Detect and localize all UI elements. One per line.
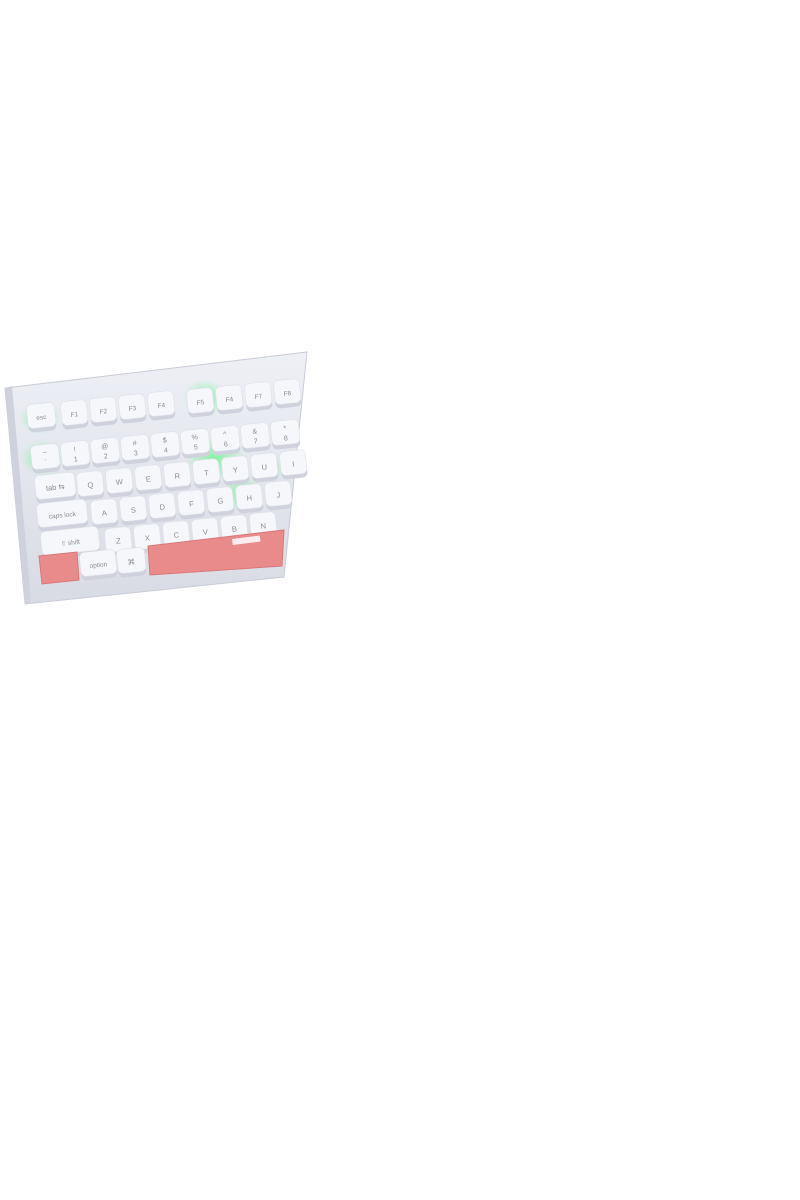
key-t-label: T — [204, 468, 210, 477]
key-1: !1 — [60, 440, 91, 471]
key-d-label: D — [159, 502, 166, 512]
left-control-key — [38, 551, 80, 585]
key-f7-label: F7 — [254, 393, 263, 401]
key-j-label: J — [276, 490, 281, 499]
keyboard-case-edge — [5, 386, 31, 604]
key-2-shift-label: @ — [101, 443, 109, 451]
key-7: &7 — [240, 422, 271, 453]
key-f8-label: F8 — [283, 390, 292, 398]
key-f: F — [177, 489, 206, 520]
key-r: R — [163, 461, 192, 492]
key-caps-lock-label: caps lock — [49, 511, 77, 521]
key-y: Y — [221, 455, 250, 486]
key-q-label: Q — [87, 480, 94, 490]
key-a: A — [90, 498, 119, 529]
key-1-shift-label: ! — [73, 446, 76, 453]
key-esc-label: esc — [36, 414, 48, 422]
key-esc: esc — [26, 402, 57, 433]
key-e: E — [134, 464, 163, 495]
key-i-label: I — [292, 459, 295, 468]
key-4-label: 4 — [164, 447, 169, 454]
key-f3-label: F3 — [128, 405, 137, 413]
key-h-label: H — [246, 493, 252, 503]
key-`: ~` — [30, 443, 61, 474]
key-x-label: X — [144, 533, 150, 542]
key-option-label: option — [89, 561, 108, 570]
key-`-shift-label: ~ — [42, 449, 47, 456]
key-y-label: Y — [232, 465, 238, 474]
key-s: S — [119, 495, 148, 526]
key-f4: F4 — [215, 384, 244, 415]
key-f3: F3 — [118, 393, 147, 424]
key-2-label: 2 — [104, 453, 109, 460]
key-8-shift-label: * — [283, 425, 287, 432]
key-u: U — [250, 452, 279, 483]
key-c-label: C — [173, 530, 180, 540]
key-a-label: A — [101, 508, 107, 517]
key-f4: F4 — [147, 390, 176, 421]
key-f2: F2 — [89, 396, 118, 427]
key-b-label: B — [231, 524, 237, 533]
key-tab-label: tab ⇆ — [45, 482, 65, 493]
key-5-label: 5 — [194, 444, 199, 451]
key-7-shift-label: & — [252, 428, 258, 435]
key-f1: F1 — [60, 399, 89, 430]
key-r-label: R — [174, 471, 181, 481]
key-3-shift-label: # — [133, 440, 138, 447]
key-s-label: S — [130, 505, 136, 514]
key-shift: ⇧ shift — [40, 526, 101, 560]
key-j: J — [264, 480, 293, 511]
key-g-label: G — [217, 496, 224, 506]
key-h: H — [235, 483, 264, 514]
key-f5: F5 — [186, 387, 215, 418]
key-8: *8 — [270, 419, 301, 450]
key-i: I — [279, 449, 308, 480]
key-q: Q — [76, 470, 105, 501]
key-option: option — [79, 549, 118, 581]
key-1-label: 1 — [74, 456, 79, 463]
key-t: T — [192, 458, 221, 489]
key-f5-label: F5 — [196, 399, 205, 407]
key-f8: F8 — [273, 378, 302, 409]
key-w-label: W — [115, 477, 124, 487]
key-8-label: 8 — [284, 435, 289, 442]
key-3-label: 3 — [134, 450, 139, 457]
key-4: $4 — [150, 431, 181, 462]
key-f7: F7 — [244, 381, 273, 412]
key-e-label: E — [145, 474, 151, 483]
key-x: X — [133, 523, 162, 554]
key-5-shift-label: % — [191, 434, 198, 442]
key-7-label: 7 — [254, 438, 259, 445]
key-f4-label: F4 — [157, 402, 166, 410]
key-z-label: Z — [116, 536, 122, 545]
key-3: #3 — [120, 434, 151, 465]
key-6-shift-label: ^ — [223, 431, 228, 438]
key-f1-label: F1 — [70, 411, 79, 419]
key-caps-lock: caps lock — [36, 498, 89, 532]
key-d: D — [148, 492, 177, 523]
key-v-label: V — [202, 527, 208, 536]
key-6-label: 6 — [224, 441, 229, 448]
key-command-label: ⌘ — [127, 557, 136, 567]
key-n-label: N — [260, 521, 266, 531]
key-f-label: F — [189, 499, 195, 508]
key-6: ^6 — [210, 425, 241, 456]
key-2: @2 — [90, 437, 121, 468]
key-command: ⌘ — [116, 547, 147, 578]
key-f4-label: F4 — [225, 396, 234, 404]
key-`-label: ` — [44, 459, 47, 466]
white-highlight-strip — [232, 535, 261, 545]
key-w: W — [105, 467, 134, 498]
key-f2-label: F2 — [99, 408, 108, 416]
key-shift-label: ⇧ shift — [60, 538, 80, 548]
key-g: G — [206, 486, 235, 517]
key-tab: tab ⇆ — [34, 472, 77, 504]
key-u-label: U — [261, 462, 267, 472]
key-5: %5 — [180, 428, 211, 459]
key-4-shift-label: $ — [163, 437, 168, 444]
